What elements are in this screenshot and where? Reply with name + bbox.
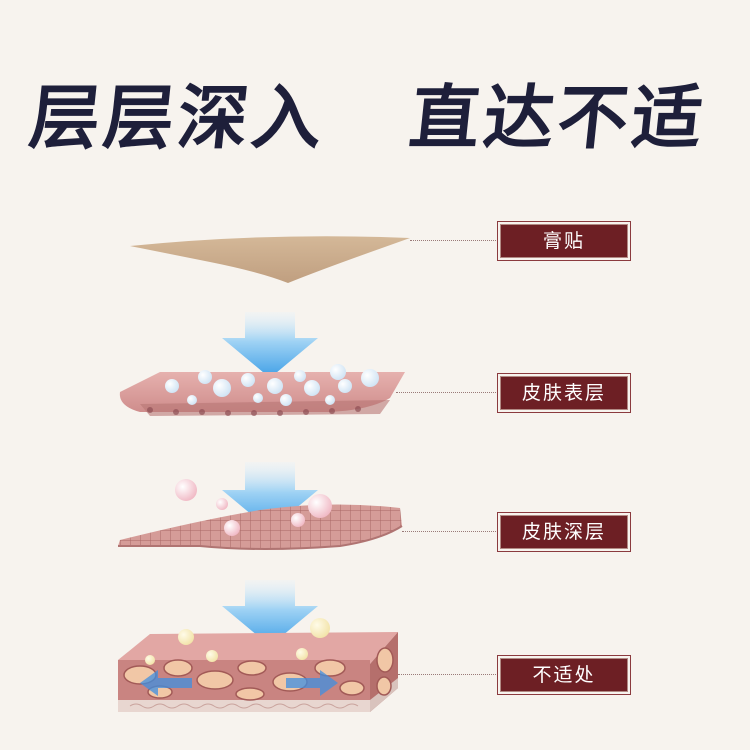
label-patch: 膏贴 xyxy=(500,224,628,258)
leader-line xyxy=(402,531,500,532)
label-discomfort-area: 不适处 xyxy=(500,658,628,692)
leader-line xyxy=(398,674,500,675)
deep-skin-illustration xyxy=(118,479,403,550)
leader-line xyxy=(396,392,500,393)
tissue-block-illustration xyxy=(118,618,398,712)
label-deep-skin: 皮肤深层 xyxy=(500,515,628,549)
label-skin-surface: 皮肤表层 xyxy=(500,376,628,410)
down-arrow-icon xyxy=(222,312,318,378)
down-arrow-icon xyxy=(222,580,318,646)
skin-surface-illustration xyxy=(119,364,406,416)
patch-illustration xyxy=(130,236,410,283)
leader-line xyxy=(410,240,500,241)
down-arrow-icon xyxy=(222,462,318,530)
